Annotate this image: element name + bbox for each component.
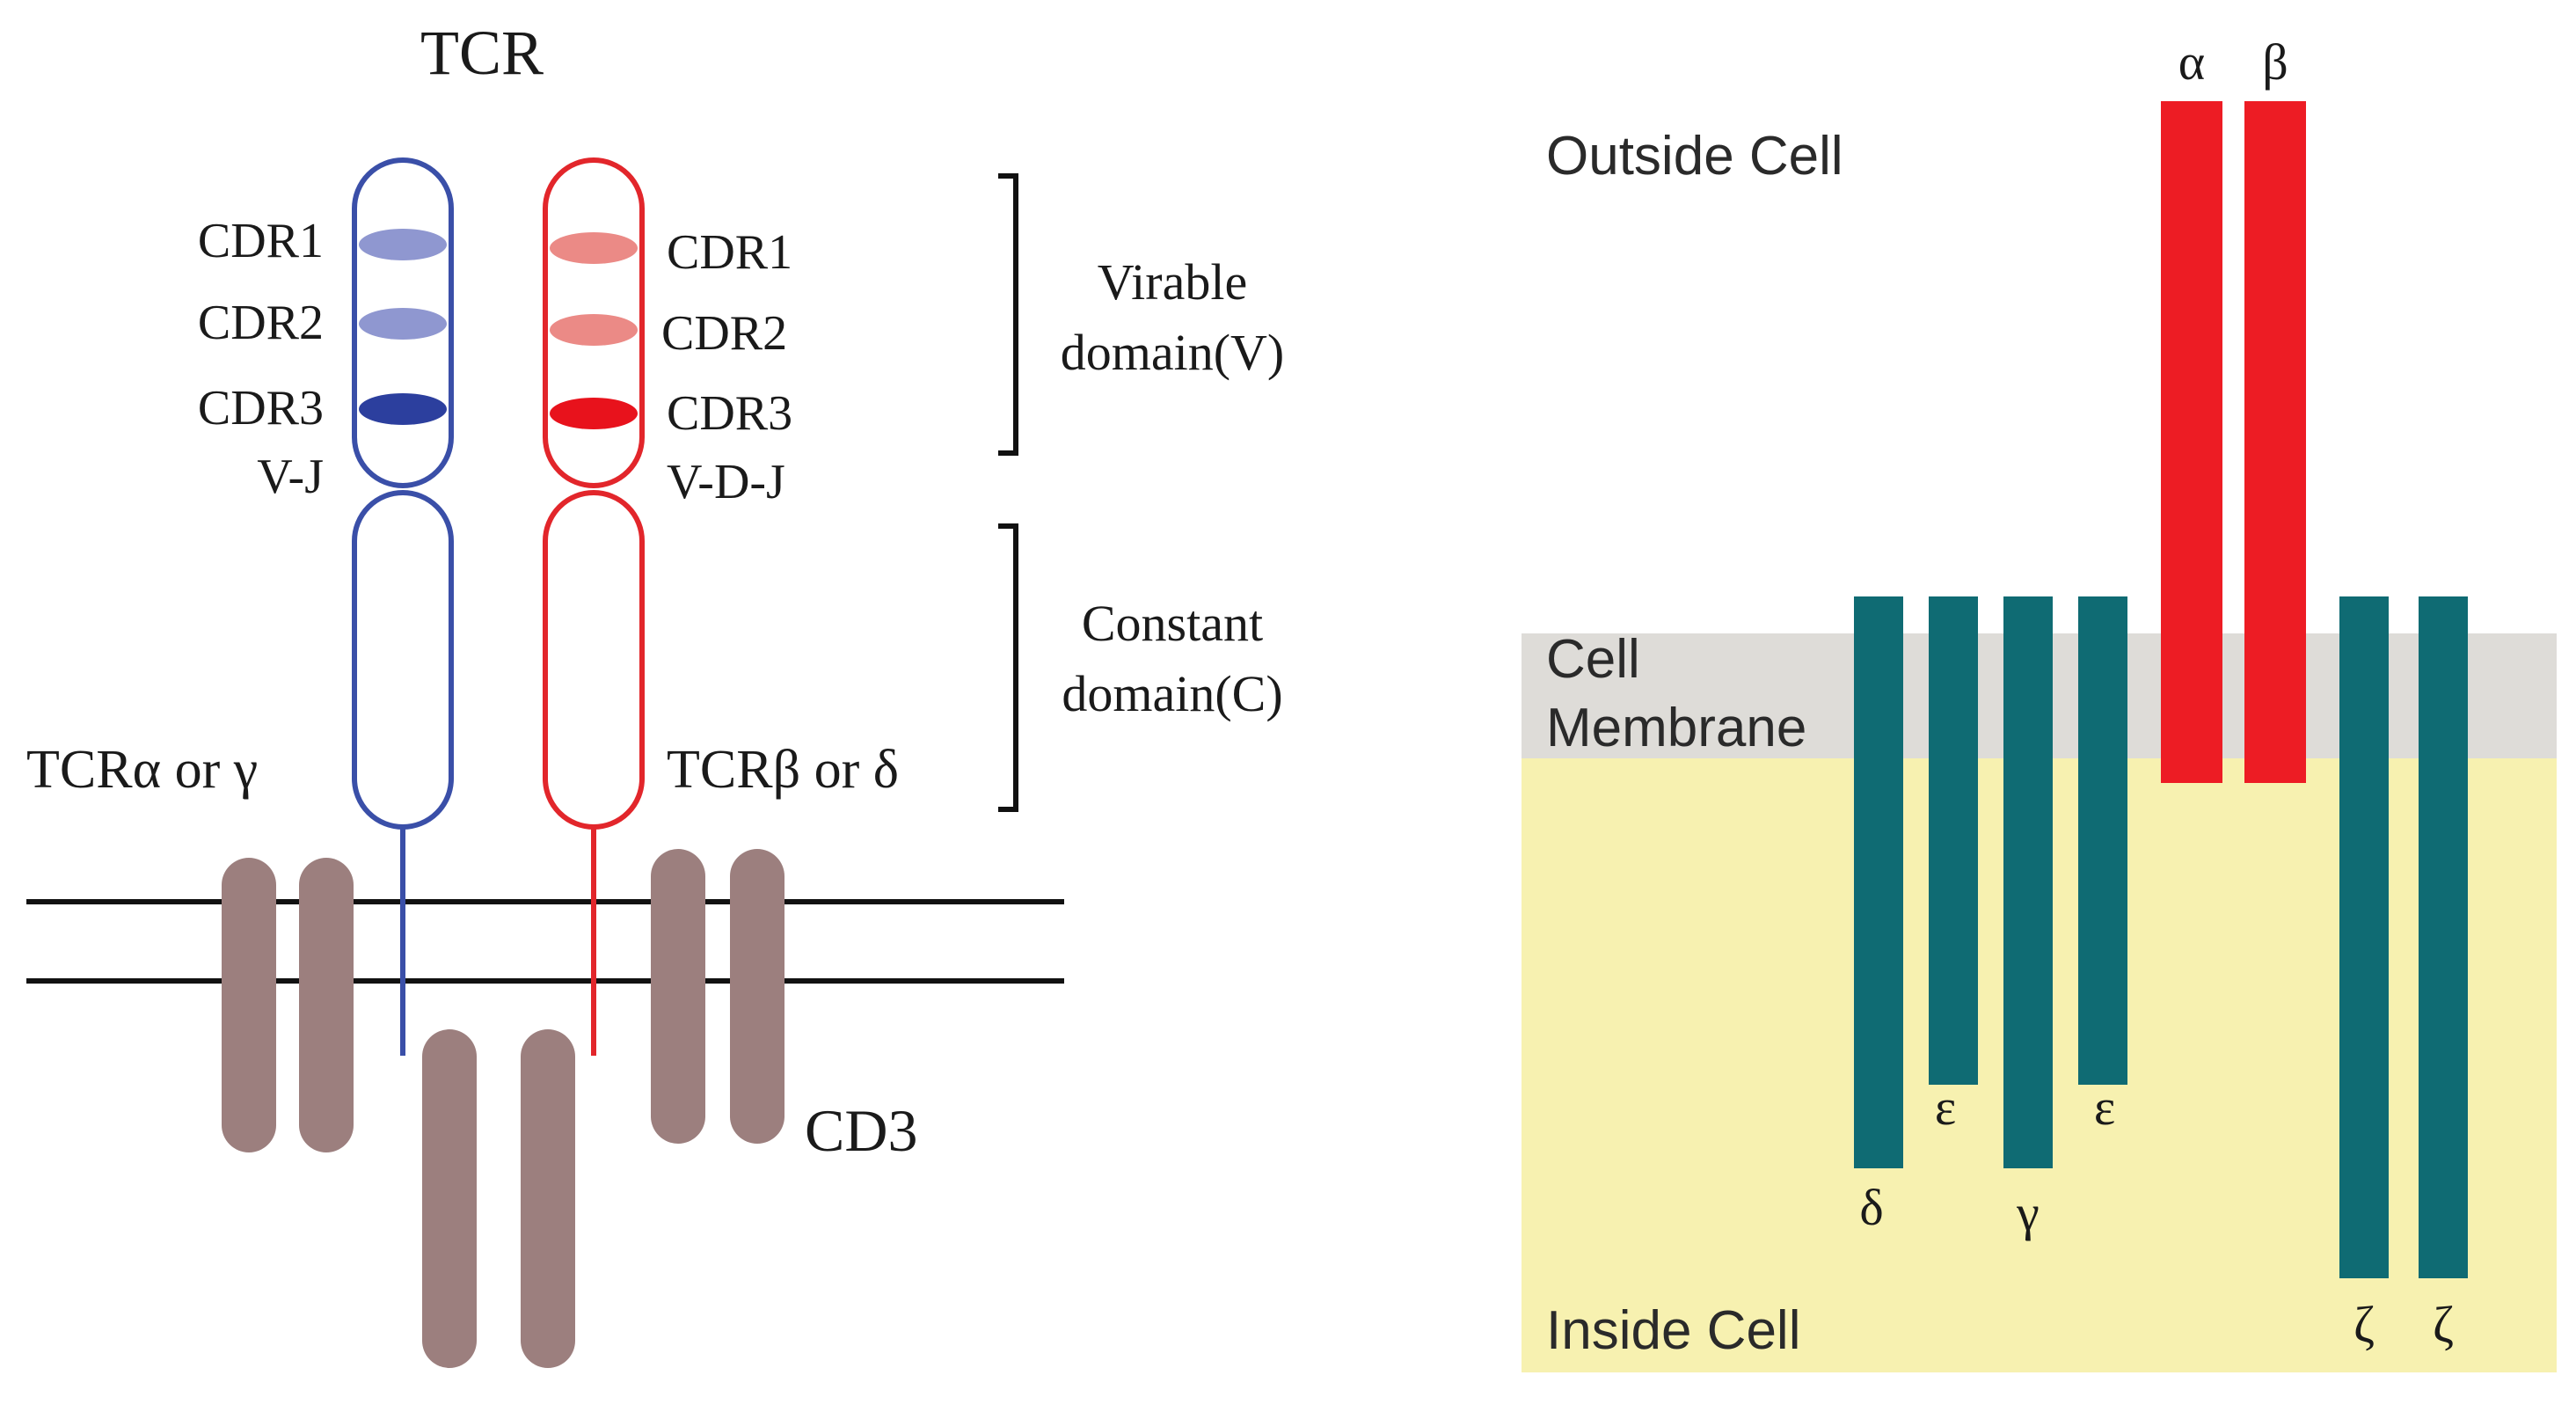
beta-segment-label: V-D-J: [667, 455, 785, 509]
tcr-beta-chain: [543, 157, 645, 1056]
cd3-gamma-bar: [2003, 596, 2053, 1168]
variable-domain-label-line2: domain(V): [1061, 324, 1285, 381]
cd3-zeta-label: ζ: [2353, 1296, 2375, 1353]
tcr-title: TCR: [420, 18, 544, 88]
beta-cdr2-label: CDR2: [661, 306, 787, 361]
variable-domain-bracket: [998, 173, 1018, 456]
beta-cdr3-loop: [550, 398, 638, 429]
cd3-epsilon-bar: [1929, 596, 1978, 1085]
cd3-zeta-bar: [2339, 596, 2389, 1278]
beta-chain-label: TCRβ or δ: [667, 740, 899, 800]
alpha-cdr1-label: CDR1: [198, 214, 324, 268]
cd3-epsilon-label: ε: [2094, 1079, 2115, 1136]
tcr-beta-bar: [2244, 101, 2306, 783]
beta-cdr1-label: CDR1: [667, 225, 792, 280]
right-panel: Outside Cell Cell Membrane Inside Cell α…: [1522, 33, 2557, 1372]
cd3-delta-label: δ: [1859, 1179, 1883, 1236]
cd3-epsilon-label: ε: [1935, 1079, 1956, 1136]
cd3-subunit: [651, 849, 705, 1144]
cd3-zeta-label: ζ: [2433, 1296, 2454, 1353]
cd3-gamma-label: γ: [2016, 1184, 2040, 1241]
outside-cell-label: Outside Cell: [1546, 126, 1843, 187]
alpha-segment-label: V-J: [257, 450, 324, 504]
cd3-delta-bar: [1854, 596, 1903, 1168]
cd3-label: CD3: [805, 1097, 917, 1164]
cell-membrane-label-line2: Membrane: [1546, 698, 1806, 758]
beta-variable-domain: [543, 157, 645, 488]
alpha-cdr2-label: CDR2: [198, 296, 324, 350]
tcr-alpha-label: α: [2178, 33, 2205, 91]
tcr-alpha-chain: [352, 157, 454, 1056]
beta-constant-domain: [543, 490, 645, 830]
cd3-bars: [1854, 596, 2468, 1278]
alpha-cdr1-loop: [359, 229, 447, 260]
cd3-subunit: [521, 1029, 575, 1368]
constant-domain-label-line2: domain(C): [1062, 665, 1282, 722]
cell-membrane-label-line1: Cell: [1546, 629, 1640, 690]
constant-domain-label-line1: Constant: [1082, 595, 1263, 652]
tcr-beta-label: β: [2262, 33, 2288, 91]
cd3-subunit: [730, 849, 784, 1144]
cd3-zeta-bar: [2419, 596, 2468, 1278]
alpha-chain-label: TCRα or γ: [26, 740, 258, 800]
tcr-alpha-bar: [2161, 101, 2222, 783]
constant-domain-bracket: [998, 523, 1018, 812]
left-panel: TCR CDR1 CDR2 CDR3 V-J TCRα or γ: [26, 18, 1284, 1368]
cd3-subunit: [422, 1029, 477, 1368]
cd3-subunits: [222, 849, 784, 1368]
cd3-subunit: [222, 858, 276, 1152]
alpha-constant-domain: [352, 490, 454, 830]
alpha-cdr2-loop: [359, 308, 447, 340]
inside-cell-label: Inside Cell: [1546, 1300, 1800, 1361]
tcr-bars: [2161, 101, 2306, 783]
beta-cdr3-label: CDR3: [667, 386, 792, 441]
beta-cdr1-loop: [550, 232, 638, 264]
cd3-epsilon-bar: [2078, 596, 2127, 1085]
alpha-cdr3-loop: [359, 393, 447, 425]
beta-cdr2-loop: [550, 314, 638, 346]
variable-domain-label-line1: Virable: [1098, 253, 1247, 311]
alpha-cdr3-label: CDR3: [198, 381, 324, 435]
cd3-subunit: [299, 858, 354, 1152]
alpha-variable-domain: [352, 157, 454, 488]
